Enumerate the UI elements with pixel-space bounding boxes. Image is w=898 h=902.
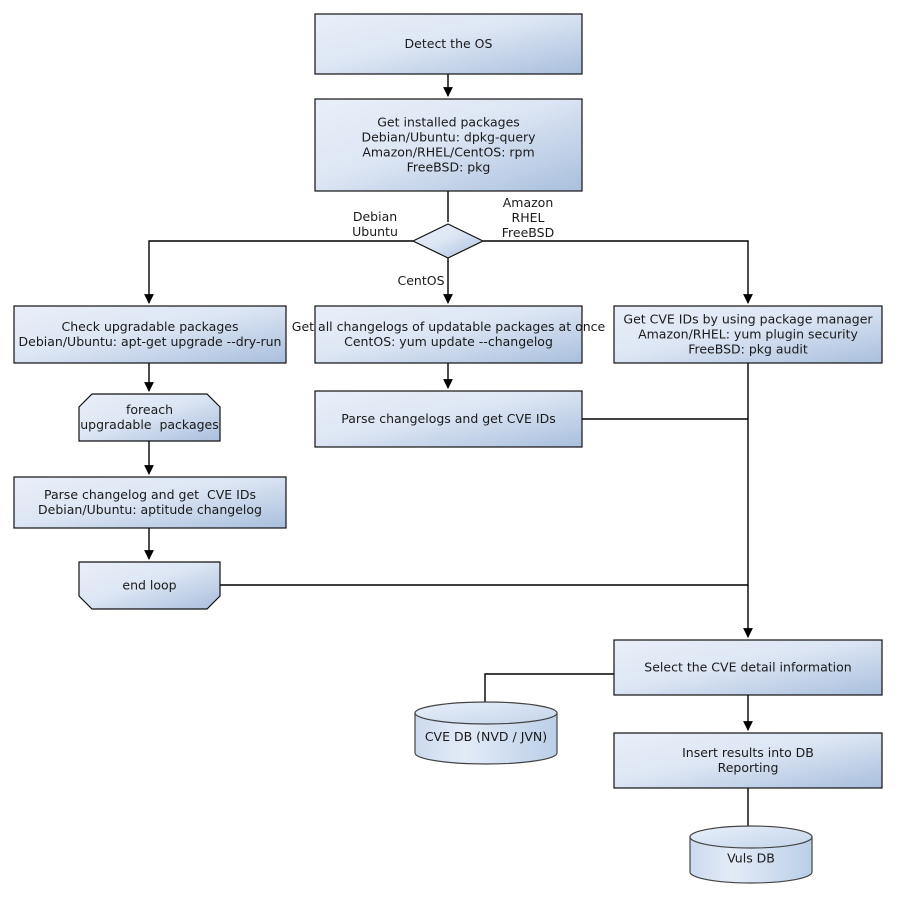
process-box bbox=[13, 305, 287, 364]
process-box bbox=[314, 390, 583, 448]
process-box bbox=[314, 98, 583, 192]
node-label: Get all changelogs of updatable packages… bbox=[292, 319, 606, 349]
node-label: CVE DB (NVD / JVN) bbox=[425, 729, 547, 744]
node-vuls-db[interactable]: Vuls DB bbox=[689, 825, 813, 884]
node-os-decision[interactable] bbox=[411, 223, 485, 259]
node-select-cve-detail[interactable]: Select the CVE detail information bbox=[613, 639, 883, 696]
cylinder-body bbox=[414, 712, 558, 765]
node-label: end loop bbox=[122, 577, 176, 592]
node-parse-changelogs-centos[interactable]: Parse changelogs and get CVE IDs bbox=[314, 390, 583, 448]
loop-start-shape bbox=[78, 393, 221, 442]
process-box bbox=[314, 305, 583, 364]
node-cve-db[interactable]: CVE DB (NVD / JVN) bbox=[414, 701, 558, 765]
loop-end-shape bbox=[78, 561, 221, 610]
process-box bbox=[613, 639, 883, 696]
node-end-loop[interactable]: end loop bbox=[78, 561, 221, 610]
cylinder-body bbox=[689, 836, 813, 884]
process-box bbox=[613, 305, 883, 364]
decision-diamond bbox=[411, 223, 485, 259]
node-label: Parse changelogs and get CVE IDs bbox=[341, 411, 555, 426]
process-box bbox=[613, 732, 883, 789]
connector-e-select-to-cvedb bbox=[484, 673, 614, 712]
connector-e-decision-to-check bbox=[144, 240, 413, 304]
node-detect-os[interactable]: Detect the OS bbox=[314, 13, 583, 75]
cylinder-top bbox=[414, 701, 558, 725]
node-label: Vuls DB bbox=[727, 850, 775, 865]
node-label: Detect the OS bbox=[405, 36, 493, 51]
process-box bbox=[13, 476, 287, 529]
node-label: Select the CVE detail information bbox=[644, 659, 851, 674]
label-centos: CentOS bbox=[397, 273, 444, 288]
edges-layer bbox=[144, 74, 753, 836]
connector-e-decision-to-pkgmgr bbox=[483, 240, 753, 304]
node-get-all-changelogs[interactable]: Get all changelogs of updatable packages… bbox=[292, 305, 606, 364]
process-box bbox=[314, 13, 583, 75]
cylinder-top bbox=[689, 825, 813, 849]
